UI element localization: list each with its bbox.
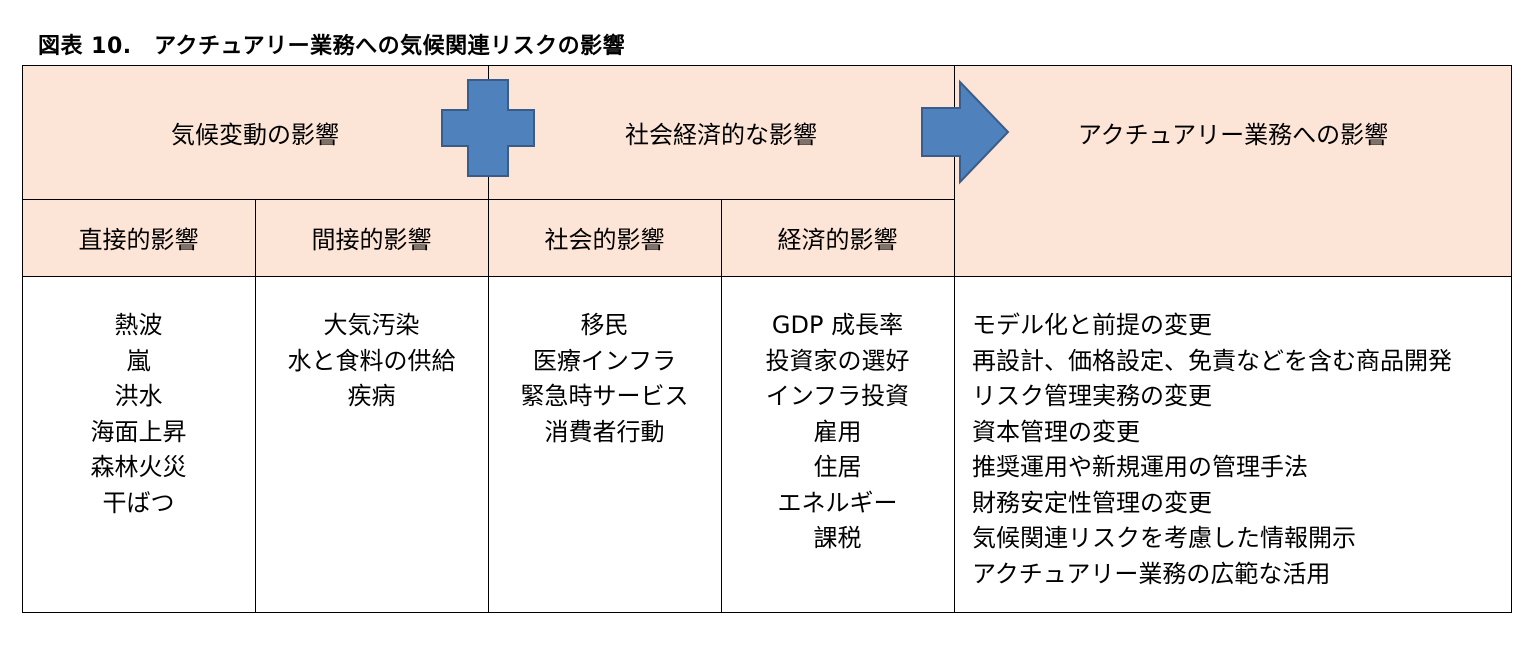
list-item: 熱波	[114, 311, 163, 339]
list-item: 洪水	[114, 382, 163, 410]
list-item: 課税	[813, 524, 862, 552]
list-item: 干ばつ	[102, 488, 175, 517]
list-economic: GDP 成長率投資家の選好インフラ投資雇用住居エネルギー課税	[721, 308, 954, 557]
subheader-economic: 経済的影響	[777, 226, 898, 254]
subheader-divider	[22, 276, 1512, 277]
list-item: 気候関連リスクを考慮した情報開示	[972, 524, 1356, 552]
table-border-bottom	[22, 612, 1512, 613]
subheader-indirect: 間接的影響	[311, 226, 432, 254]
list-item: 住居	[813, 453, 862, 481]
header-actuarial: アクチュアリー業務への影響	[1077, 121, 1389, 149]
list-social: 移民医療インフラ緊急時サービス消費者行動	[488, 308, 721, 450]
list-item: 投資家の選好	[765, 346, 910, 375]
list-item: 財務安定性管理の変更	[972, 488, 1212, 517]
table-border-right	[1511, 65, 1512, 613]
header-socioeconomic: 社会経済的な影響	[625, 121, 817, 149]
plus-icon	[441, 79, 535, 177]
list-item: 推奨運用や新規運用の管理手法	[972, 453, 1308, 481]
list-item: 海面上昇	[90, 417, 187, 446]
list-item: 再設計、価格設定、免責などを含む商品開発	[972, 346, 1452, 375]
subheader-direct: 直接的影響	[78, 226, 199, 254]
figure-title: 図表 10. アクチュアリー業務への気候関連リスクの影響	[38, 34, 626, 59]
list-item: 資本管理の変更	[972, 417, 1140, 446]
list-item: インフラ投資	[765, 382, 910, 410]
list-item: 緊急時サービス	[520, 382, 689, 410]
list-item: 疾病	[347, 382, 396, 410]
list-item: 森林火災	[90, 453, 187, 481]
list-item: モデル化と前提の変更	[972, 311, 1212, 339]
list-actuarial: モデル化と前提の変更再設計、価格設定、免責などを含む商品開発リスク管理実務の変更…	[972, 308, 1502, 592]
list-item: アクチュアリー業務の広範な活用	[972, 559, 1331, 588]
list-item: 大気汚染	[323, 311, 420, 339]
list-item: 移民	[580, 311, 629, 339]
header-band	[22, 66, 1512, 276]
list-item: 嵐	[126, 346, 151, 375]
list-item: 水と食料の供給	[287, 346, 456, 375]
column-divider-1	[255, 199, 256, 613]
column-divider-4	[954, 65, 955, 613]
header-climate: 気候変動の影響	[171, 121, 339, 149]
list-direct: 熱波嵐洪水海面上昇森林火災干ばつ	[22, 308, 255, 521]
list-item: 雇用	[813, 417, 862, 446]
table-border-top	[22, 65, 1512, 66]
column-divider-3	[721, 199, 722, 613]
list-item: リスク管理実務の変更	[972, 382, 1212, 410]
list-item: GDP 成長率	[771, 311, 904, 339]
table-border-left	[22, 65, 23, 613]
list-item: 医療インフラ	[532, 346, 677, 375]
right-arrow-icon	[921, 79, 1010, 185]
list-indirect: 大気汚染水と食料の供給疾病	[255, 308, 488, 415]
list-item: エネルギー	[777, 488, 898, 517]
column-divider-2	[488, 66, 489, 613]
subheader-social: 社会的影響	[544, 226, 665, 254]
list-item: 消費者行動	[544, 417, 665, 446]
